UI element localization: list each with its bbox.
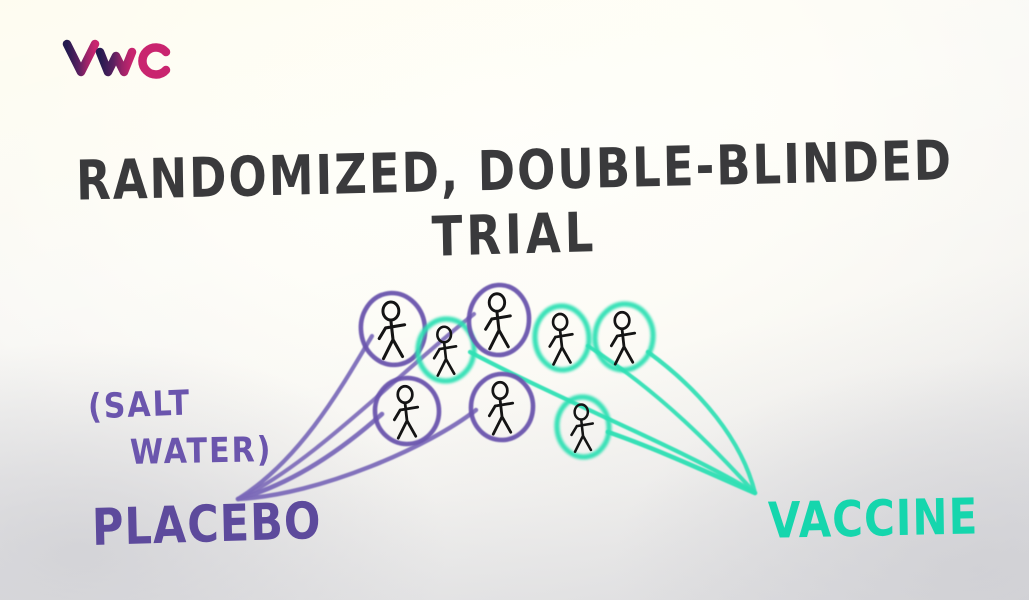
vaccine-subject-4 (554, 394, 612, 460)
placebo-connector-lines (235, 312, 479, 502)
subjects-layer (358, 282, 656, 460)
placebo-subject-4 (468, 371, 536, 443)
vaccine-label: VACCINE (767, 487, 979, 550)
vaccine-highlight-circle (554, 394, 612, 460)
vwo-logo[interactable] (62, 34, 174, 80)
vaccine-subject-3 (592, 301, 656, 373)
stick-figure (377, 300, 407, 361)
placebo-sublabel-line-2: WATER) (129, 429, 273, 474)
stick-figure (548, 312, 574, 366)
placebo-highlight-circle (358, 290, 428, 368)
stick-figure (487, 380, 515, 436)
vaccine-highlight-circle (415, 316, 477, 384)
placebo-label: PLACEBO (91, 491, 323, 559)
vaccine-subject-1 (415, 316, 477, 384)
vaccine-subject-2 (532, 303, 592, 373)
placebo-highlight-circle (468, 371, 536, 443)
placebo-subject-1 (358, 290, 428, 368)
placebo-subject-3 (372, 375, 442, 447)
placebo-sublabel-line-1: (SALT (87, 383, 192, 428)
vaccine-connector-lines (467, 344, 758, 496)
placebo-highlight-circle (466, 282, 532, 358)
stick-figure (570, 403, 594, 453)
stick-figure (484, 292, 512, 351)
stick-figure (432, 325, 458, 377)
placebo-highlight-circle (372, 375, 442, 447)
vaccine-highlight-circle (592, 301, 656, 373)
stick-figure (392, 384, 420, 440)
stick-figure (609, 310, 637, 366)
vaccine-highlight-circle (532, 303, 592, 373)
placebo-subject-2 (466, 282, 532, 358)
